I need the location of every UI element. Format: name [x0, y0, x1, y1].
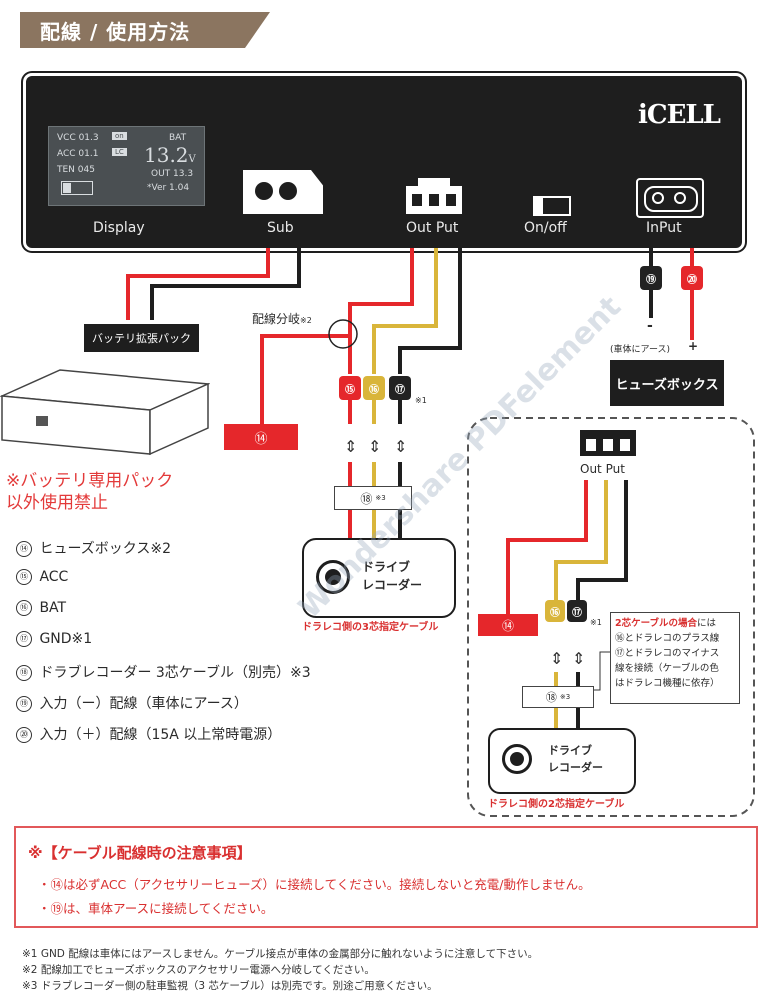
- battery-pack-label: バッテリ拡張パック: [84, 324, 199, 352]
- drive-recorder-label-2: ドライブ レコーダー: [548, 744, 603, 774]
- footnote-3: ※3 ドラブレコーダー側の駐車監視（3 芯ケーブル）は別売です。別途ご用意くださ…: [22, 980, 438, 992]
- screen-badge-on: on: [112, 132, 127, 140]
- label-display: Display: [93, 220, 145, 236]
- drive-recorder-2core: ドライブ レコーダー: [488, 728, 636, 794]
- camera-lens-icon: [316, 560, 350, 594]
- inner-badge-16: ⑯: [545, 600, 565, 622]
- minus-sign: -: [647, 318, 653, 334]
- notice-title: ※【ケーブル配線時の注意事項】: [28, 844, 252, 862]
- arrow-icon: ⇕: [394, 437, 407, 456]
- arrow-icon: ⇕: [344, 437, 357, 456]
- label-output: Out Put: [406, 220, 459, 236]
- fuse-box-14-label: ⑭: [224, 424, 298, 450]
- inner-output-label: Out Put: [580, 462, 625, 476]
- badge-19: ⑲: [640, 266, 662, 290]
- battery-box-illustration: [0, 369, 210, 456]
- inner-badge-17: ⑰: [567, 600, 587, 622]
- cable3-caption: ドラレコ側の3芯指定ケーブル: [302, 622, 439, 633]
- sub-red-wire: [126, 248, 270, 320]
- battery-warning-line2: 以外使用禁止: [6, 493, 108, 513]
- branch-red-wire: [260, 334, 350, 424]
- arrow-icon: ⇕: [550, 649, 563, 668]
- inner-output-connector-icon: [580, 430, 636, 456]
- badge-20: ⑳: [681, 266, 703, 290]
- drive-recorder-label: ドライブ レコーダー: [362, 560, 423, 592]
- label-onoff: On/off: [524, 220, 567, 236]
- screen-bat-label: BAT: [169, 133, 187, 143]
- drive-recorder-3core: ドライブ レコーダー: [302, 538, 456, 618]
- screen-ten: TEN 045: [57, 165, 95, 175]
- legend-item-16: ⑯ BAT: [16, 600, 311, 631]
- cable2-caption: ドラレコ側の2芯指定ケーブル: [488, 799, 625, 810]
- note-mark-1: ※1: [415, 396, 427, 405]
- title-banner: [20, 12, 270, 48]
- screen-vcc: VCC 01.3: [57, 133, 99, 143]
- badge-15: ⑮: [339, 376, 361, 400]
- display-screen: VCC 01.3 on ACC 01.1 LC TEN 045 BAT 13.2…: [48, 126, 205, 206]
- output-connector-icon: [406, 178, 462, 214]
- brand-logo: iCELL: [638, 100, 721, 130]
- legend: ⑭ ヒューズボックス※2 ⑮ ACC ⑯ BAT ⑰ GND※1 ⑱ ドラブレコ…: [16, 538, 311, 755]
- legend-item-14: ⑭ ヒューズボックス※2: [16, 538, 311, 569]
- inner-yellow-wire: [554, 480, 608, 600]
- output-red-wire: [348, 248, 414, 374]
- ground-note: (車体にアース): [610, 345, 671, 355]
- page-title: 配線 / 使用方法: [40, 20, 191, 44]
- label-sub: Sub: [267, 220, 294, 236]
- notice-line-1: ・⑭は必ずACC（アクセサリーヒューズ）に接続してください。接続しないと充電/動…: [38, 877, 591, 892]
- legend-item-15: ⑮ ACC: [16, 569, 311, 600]
- sub-connector-icon: [243, 170, 323, 214]
- inner-note-mark-1: ※1: [590, 618, 602, 627]
- inner-black-wire: [576, 480, 628, 600]
- sub-black-wire: [150, 248, 301, 320]
- footnote-1: ※1 GND 配線は車体にはアースしません。ケーブル接点が車体の金属部分に触れな…: [22, 948, 539, 960]
- onoff-switch-icon: [533, 196, 571, 216]
- battery-warning-line1: ※バッテリ専用パック: [6, 471, 174, 491]
- screen-ver: *Ver 1.04: [147, 183, 190, 193]
- input-connector-icon: [636, 178, 704, 218]
- inner-fuse-14: ⑭: [478, 614, 538, 636]
- screen-out: OUT 13.3: [151, 169, 194, 179]
- note-pointer-line: [592, 651, 610, 691]
- output-yellow-wire: [372, 248, 438, 374]
- two-core-note: 2芯ケーブルの場合には ⑯とドラレコのプラス線 ⑰とドラレコのマイナス 線を接続…: [610, 612, 740, 704]
- notice-line-2: ・⑲は、車体アースに接続してください。: [38, 901, 274, 916]
- notice-box: ※【ケーブル配線時の注意事項】 ・⑭は必ずACC（アクセサリーヒューズ）に接続し…: [14, 826, 758, 928]
- fuse-box-label: ヒューズボックス: [610, 360, 724, 406]
- camera-lens-icon: [502, 744, 532, 774]
- legend-item-20: ⑳ 入力（＋）配線（15A 以上常時電源）: [16, 724, 311, 755]
- footnote-2: ※2 配線加工でヒューズボックスのアクセサリー電源へ分岐してください。: [22, 964, 375, 976]
- screen-voltage: 13.2V: [144, 143, 196, 167]
- inner-red-wire: [506, 480, 588, 614]
- two-core-dashed-box: [467, 417, 755, 817]
- screen-acc: ACC 01.1: [57, 149, 99, 159]
- legend-item-18: ⑱ ドラブレコーダー 3芯ケーブル（別売）※3: [16, 662, 311, 693]
- branch-label: 配線分岐※2: [252, 312, 312, 326]
- badge-17: ⑰: [389, 376, 411, 400]
- inner-connector-18: ⑱※3: [522, 686, 594, 708]
- screen-badge-lc: LC: [112, 148, 127, 156]
- branch-circle: [328, 319, 358, 349]
- battery-icon: [61, 181, 93, 195]
- connector-18: ⑱※3: [334, 486, 412, 510]
- output-black-wire: [398, 248, 462, 374]
- legend-item-19: ⑲ 入力（ー）配線（車体にアース）: [16, 693, 311, 724]
- label-input: InPut: [646, 220, 682, 236]
- plus-sign: +: [688, 339, 699, 353]
- legend-item-17: ⑰ GND※1: [16, 631, 311, 662]
- arrow-icon: ⇕: [368, 437, 381, 456]
- arrow-icon: ⇕: [572, 649, 585, 668]
- badge-16: ⑯: [363, 376, 385, 400]
